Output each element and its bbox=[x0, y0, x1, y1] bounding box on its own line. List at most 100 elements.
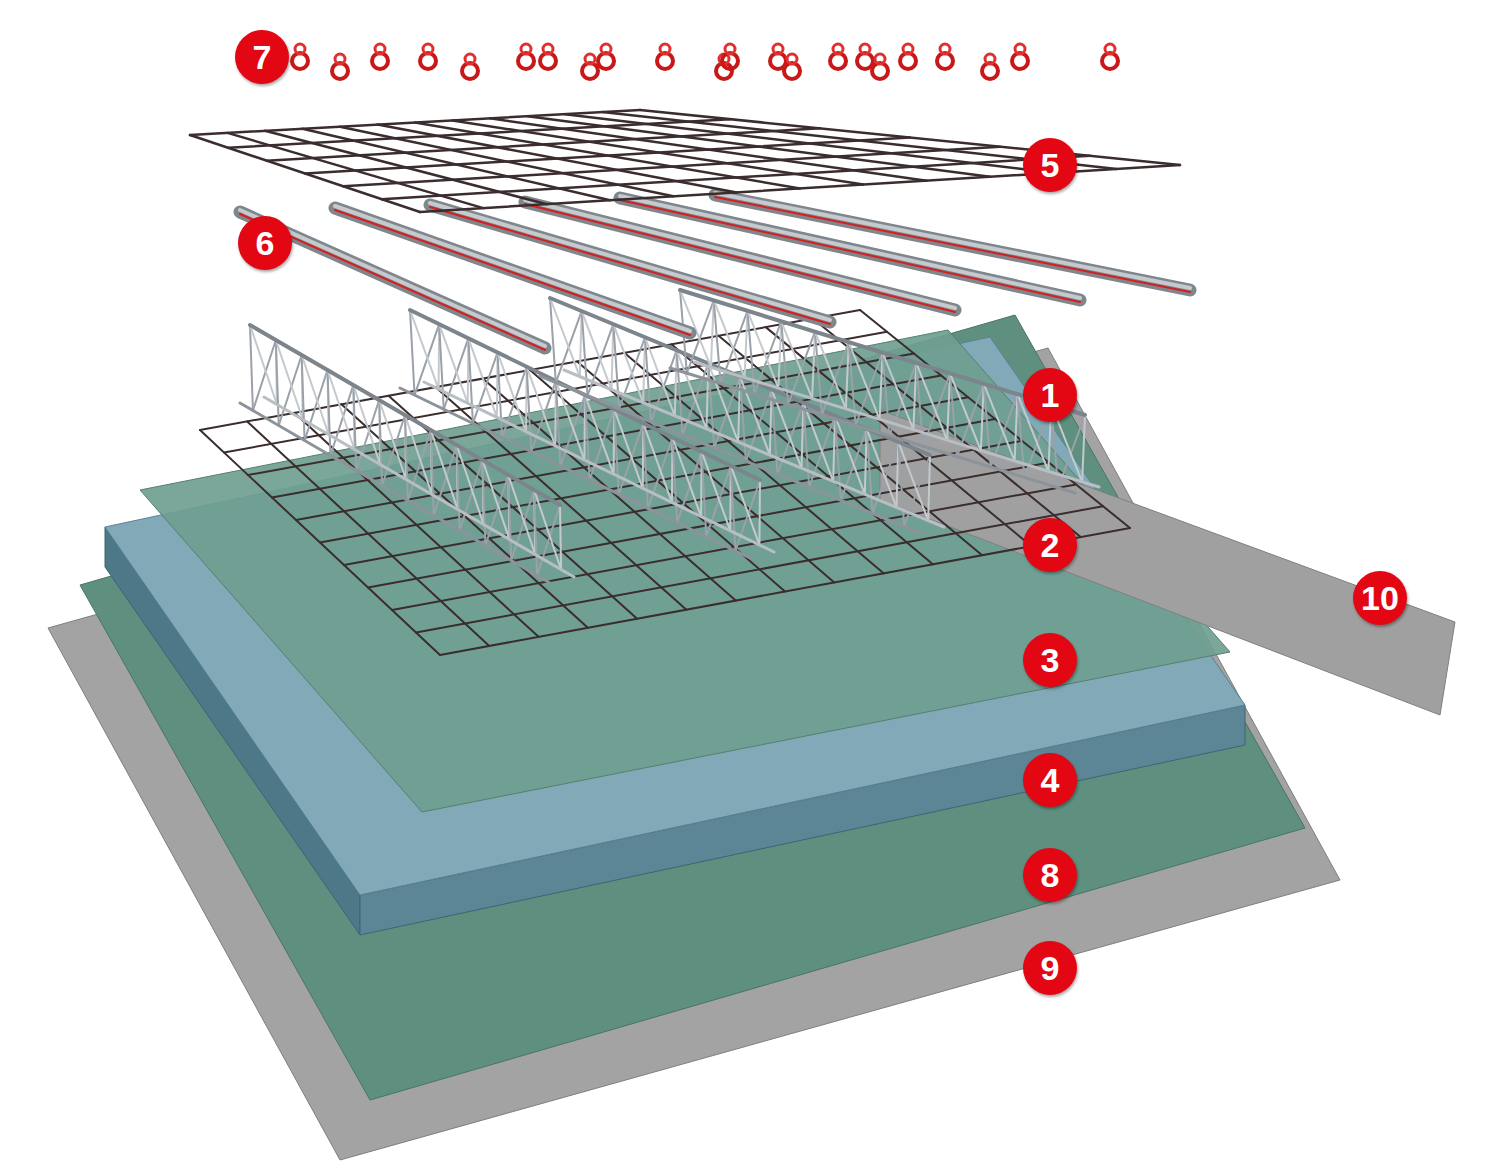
girder-diagonal bbox=[950, 373, 981, 450]
clip-ring bbox=[375, 44, 385, 54]
callout-number: 4 bbox=[1023, 753, 1077, 807]
clip-ring bbox=[903, 44, 913, 54]
clip-ring bbox=[295, 44, 305, 54]
heating-pipe bbox=[715, 193, 1190, 292]
girder-diagonal bbox=[745, 311, 748, 378]
girder-diagonal bbox=[748, 311, 779, 388]
callout-text: 2 bbox=[1041, 528, 1060, 562]
callout-text: 4 bbox=[1041, 763, 1060, 797]
callout-number: 6 bbox=[238, 216, 292, 270]
callout-text: 10 bbox=[1361, 581, 1399, 615]
pipe-clip bbox=[332, 54, 348, 79]
girder-diagonal bbox=[253, 340, 276, 411]
girder-diagonal bbox=[305, 370, 328, 441]
girder-diagonal bbox=[846, 342, 849, 409]
girder-diagonal bbox=[1015, 394, 1018, 461]
girder-chord bbox=[540, 376, 920, 533]
girder-diagonal bbox=[460, 460, 483, 531]
pipe-clip bbox=[857, 44, 873, 69]
pipe-highlight bbox=[715, 193, 1190, 288]
clip-ring bbox=[1015, 44, 1025, 54]
girder-diagonal bbox=[560, 505, 561, 570]
girder-diagonal bbox=[408, 430, 431, 501]
girder-chord bbox=[424, 382, 774, 552]
girder-diagonal bbox=[1082, 415, 1085, 482]
girder-diagonal bbox=[947, 373, 950, 440]
clip-ring bbox=[543, 44, 553, 54]
lattice-girder bbox=[540, 298, 944, 533]
girder-diagonal bbox=[302, 355, 305, 441]
clip-ring bbox=[875, 54, 885, 64]
girder-diagonal bbox=[880, 353, 883, 420]
girder-chord bbox=[670, 368, 1075, 493]
girder-diagonal bbox=[849, 342, 880, 419]
mesh-bar bbox=[267, 128, 820, 160]
girder-diagonal bbox=[815, 332, 846, 409]
girder-diagonal bbox=[431, 430, 434, 516]
pipe-clip bbox=[872, 54, 888, 79]
callout-text: 5 bbox=[1041, 148, 1060, 182]
girder-diagonal bbox=[981, 384, 984, 451]
callout-text: 9 bbox=[1041, 951, 1060, 985]
mesh-bar bbox=[228, 119, 730, 148]
callout-text: 7 bbox=[253, 40, 272, 74]
callout-number: 2 bbox=[1023, 518, 1077, 572]
mesh-bar bbox=[305, 138, 910, 174]
girder-diagonal bbox=[916, 363, 947, 440]
girder-diagonal bbox=[276, 340, 279, 426]
mesh-bar bbox=[190, 110, 640, 135]
girder-diagonal bbox=[812, 332, 815, 399]
pipe-clip bbox=[982, 54, 998, 79]
pipe-clip bbox=[937, 44, 953, 69]
girder-diagonal bbox=[511, 490, 534, 561]
clip-ring bbox=[465, 54, 475, 64]
pipe-clip bbox=[540, 44, 556, 69]
lattice-girder bbox=[670, 290, 1099, 493]
upper-mesh bbox=[190, 110, 1180, 212]
girder-diagonal bbox=[382, 415, 405, 486]
girder-diagonal bbox=[353, 385, 356, 471]
pipe-clip bbox=[900, 44, 916, 69]
clip-ring bbox=[985, 54, 995, 64]
pipe-clip bbox=[420, 44, 436, 69]
girder-diagonal bbox=[714, 300, 745, 377]
girder-diagonal bbox=[711, 300, 714, 367]
girder-chord bbox=[400, 388, 750, 558]
clip-ring bbox=[860, 44, 870, 54]
girder-diagonal bbox=[537, 505, 560, 576]
mesh-bar bbox=[392, 484, 1076, 610]
callout-text: 6 bbox=[256, 226, 275, 260]
clip-ring bbox=[773, 44, 783, 54]
girder-diagonal bbox=[758, 480, 761, 545]
callout-number: 5 bbox=[1023, 138, 1077, 192]
girder-diagonal bbox=[534, 490, 537, 576]
callout-number: 10 bbox=[1353, 571, 1407, 625]
pipe-stripe bbox=[715, 197, 1190, 292]
girder-diagonal bbox=[883, 353, 914, 430]
callout-text: 1 bbox=[1041, 378, 1060, 412]
clip-ring bbox=[1105, 44, 1115, 54]
girder-diagonal bbox=[328, 370, 331, 456]
clip-ring bbox=[725, 44, 735, 54]
girder-diagonal bbox=[778, 321, 781, 388]
girder-diagonal bbox=[457, 445, 460, 531]
pipe-clip bbox=[830, 44, 846, 69]
clip-ring bbox=[335, 54, 345, 64]
callout-text: 8 bbox=[1041, 858, 1060, 892]
girder-chord bbox=[250, 325, 560, 505]
pipe-clip bbox=[598, 44, 614, 69]
clip-ring bbox=[521, 44, 531, 54]
pipe-clip bbox=[1012, 44, 1028, 69]
clip-ring bbox=[601, 44, 611, 54]
girder-diagonal bbox=[434, 445, 457, 516]
girder-diagonal bbox=[781, 321, 812, 398]
pipe-clip bbox=[1102, 44, 1118, 69]
girder-diagonal bbox=[483, 460, 486, 546]
pipe-clip bbox=[770, 44, 786, 69]
girder-diagonal bbox=[250, 325, 253, 411]
pipe-clip bbox=[518, 44, 534, 69]
pipe-clip bbox=[582, 54, 598, 79]
girder-diagonal bbox=[984, 384, 1015, 461]
